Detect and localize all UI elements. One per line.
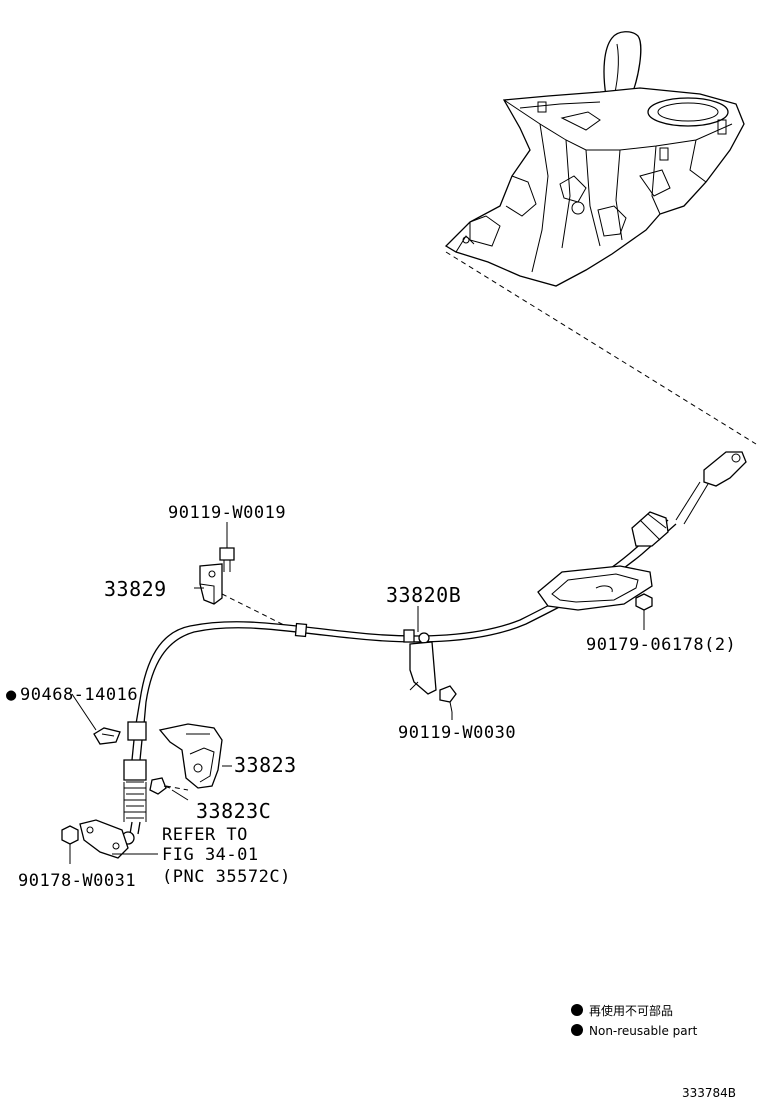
label-33823: 33823	[234, 753, 297, 777]
non-reusable-marker: ●	[6, 685, 17, 705]
legend-bullet-jp	[571, 1004, 583, 1016]
refer-line-3: (PNC 35572C)	[162, 867, 291, 887]
nut-90179-06178	[635, 593, 653, 611]
clip-90468-14016	[93, 727, 121, 745]
refer-line-2: FIG 34-01	[162, 845, 259, 865]
leader-lever-to-cable	[445, 251, 757, 445]
legend: 再使用不可部品 Non-reusable part	[571, 1003, 698, 1038]
label-90468-14016: 90468-14016	[20, 685, 138, 705]
label-33820b: 33820B	[386, 583, 461, 607]
leader-lines	[69, 522, 645, 864]
legend-en: Non-reusable part	[589, 1024, 698, 1038]
label-90119-w0019: 90119-W0019	[168, 503, 286, 523]
shift-cable	[121, 451, 747, 845]
label-90179-06178: 90179-06178(2)	[586, 635, 736, 655]
bracket-33823	[158, 723, 223, 789]
refer-line-1: REFER TO	[162, 825, 248, 845]
figure-code: 333784B	[682, 1086, 736, 1100]
label-90178-w0031: 90178-W0031	[18, 871, 136, 891]
leader-33823c	[165, 785, 189, 791]
bolt-33823c	[149, 777, 171, 795]
leader-bracket-33829	[221, 593, 287, 627]
bolt-90119-w0030	[439, 685, 457, 713]
bolt-90119-w0019	[219, 547, 235, 572]
nut-90178-w0031	[61, 825, 79, 845]
legend-bullet-en	[571, 1024, 583, 1036]
label-33823c: 33823C	[196, 799, 271, 823]
bracket-33829	[199, 563, 223, 605]
lever-link-plate	[79, 819, 129, 859]
label-33829: 33829	[104, 577, 167, 601]
legend-jp: 再使用不可部品	[589, 1003, 673, 1018]
label-90119-w0030: 90119-W0030	[398, 723, 516, 743]
shift-lever-assembly	[444, 31, 745, 287]
